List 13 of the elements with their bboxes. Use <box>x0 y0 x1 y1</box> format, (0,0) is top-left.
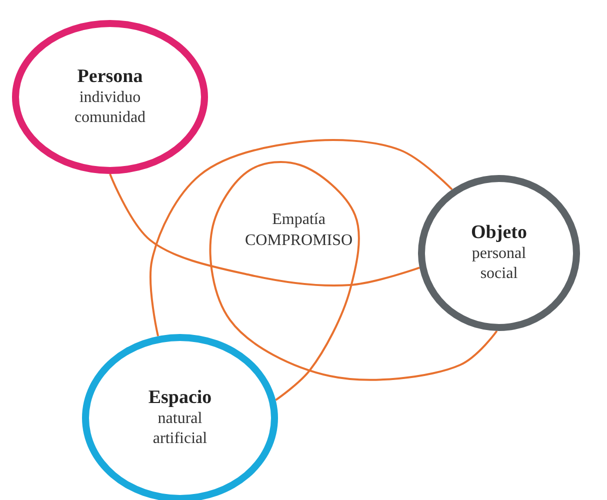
node-subtitle: personal social <box>472 244 526 284</box>
ellipse-node <box>82 334 278 500</box>
connector-curve <box>150 139 453 336</box>
node-subtitle: natural artificial <box>152 409 208 450</box>
connector-curve <box>109 174 420 286</box>
node-title: Espacio <box>148 386 212 410</box>
ellipse-node <box>12 20 208 174</box>
node-title: Persona <box>77 66 143 88</box>
ellipse-node <box>418 175 580 331</box>
node-subtitle: individuo comunidad <box>74 88 146 128</box>
node-title: Objeto <box>471 222 527 244</box>
connector-curve <box>209 161 498 401</box>
center-label: Empatía COMPROMISO <box>245 210 353 251</box>
